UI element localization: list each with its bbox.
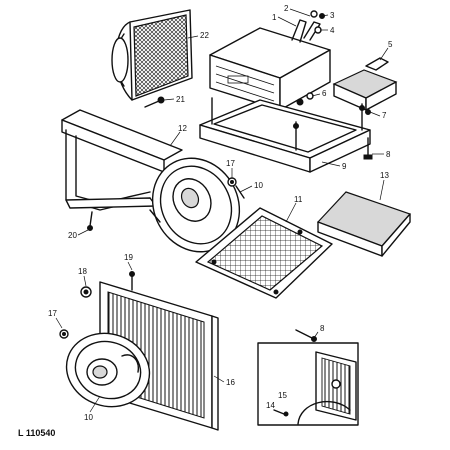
callout-21: 21 [176, 95, 185, 104]
screws-6-7 [296, 92, 371, 115]
hardware-17-18-19 [59, 271, 135, 339]
callout-leaders [55, 8, 389, 413]
panel-13 [316, 191, 412, 257]
screw-20 [87, 211, 93, 231]
callout-17: 17 [226, 159, 235, 168]
callout-22: 22 [200, 31, 209, 40]
callout-10-lower: 10 [84, 413, 93, 422]
callout-1: 1 [272, 13, 277, 22]
callout-20: 20 [68, 231, 77, 240]
callout-13: 13 [380, 171, 389, 180]
mounting-tray-9 [199, 97, 371, 173]
callout-15: 15 [278, 391, 287, 400]
drawing-reference: L 110540 [18, 428, 55, 438]
callout-10: 10 [254, 181, 263, 190]
nut-17-upper [227, 177, 237, 187]
callout-18: 18 [78, 267, 87, 276]
callout-4: 4 [330, 26, 335, 35]
screw-21 [144, 96, 165, 108]
screw-8-lower [295, 329, 317, 342]
callout-19: 19 [124, 253, 133, 262]
callout-labels: 1 2 3 4 5 6 7 8 9 10 11 12 13 14 15 16 1… [48, 4, 393, 422]
callout-6: 6 [322, 89, 327, 98]
grille-panel-11 [195, 207, 333, 299]
callout-11: 11 [294, 195, 303, 204]
callout-8-lower: 8 [320, 324, 325, 333]
callout-2: 2 [284, 4, 289, 13]
frame-bracket-12 [61, 109, 183, 211]
callout-7: 7 [382, 111, 387, 120]
mesh-speaker-22 [111, 9, 193, 101]
clip-pad-5 [332, 57, 398, 111]
callout-14: 14 [266, 401, 275, 410]
screw-8-top [363, 137, 373, 160]
callout-12: 12 [178, 124, 187, 133]
radio-unit [209, 27, 331, 111]
callout-3: 3 [330, 11, 335, 20]
speaker-10-lower [65, 332, 151, 408]
callout-9: 9 [342, 162, 347, 171]
callout-8: 8 [386, 150, 391, 159]
inset-detail [257, 342, 359, 426]
callout-5: 5 [388, 40, 393, 49]
callout-16: 16 [226, 378, 235, 387]
callout-17-lower: 17 [48, 309, 57, 318]
bracket-hardware-1-4 [291, 10, 325, 43]
